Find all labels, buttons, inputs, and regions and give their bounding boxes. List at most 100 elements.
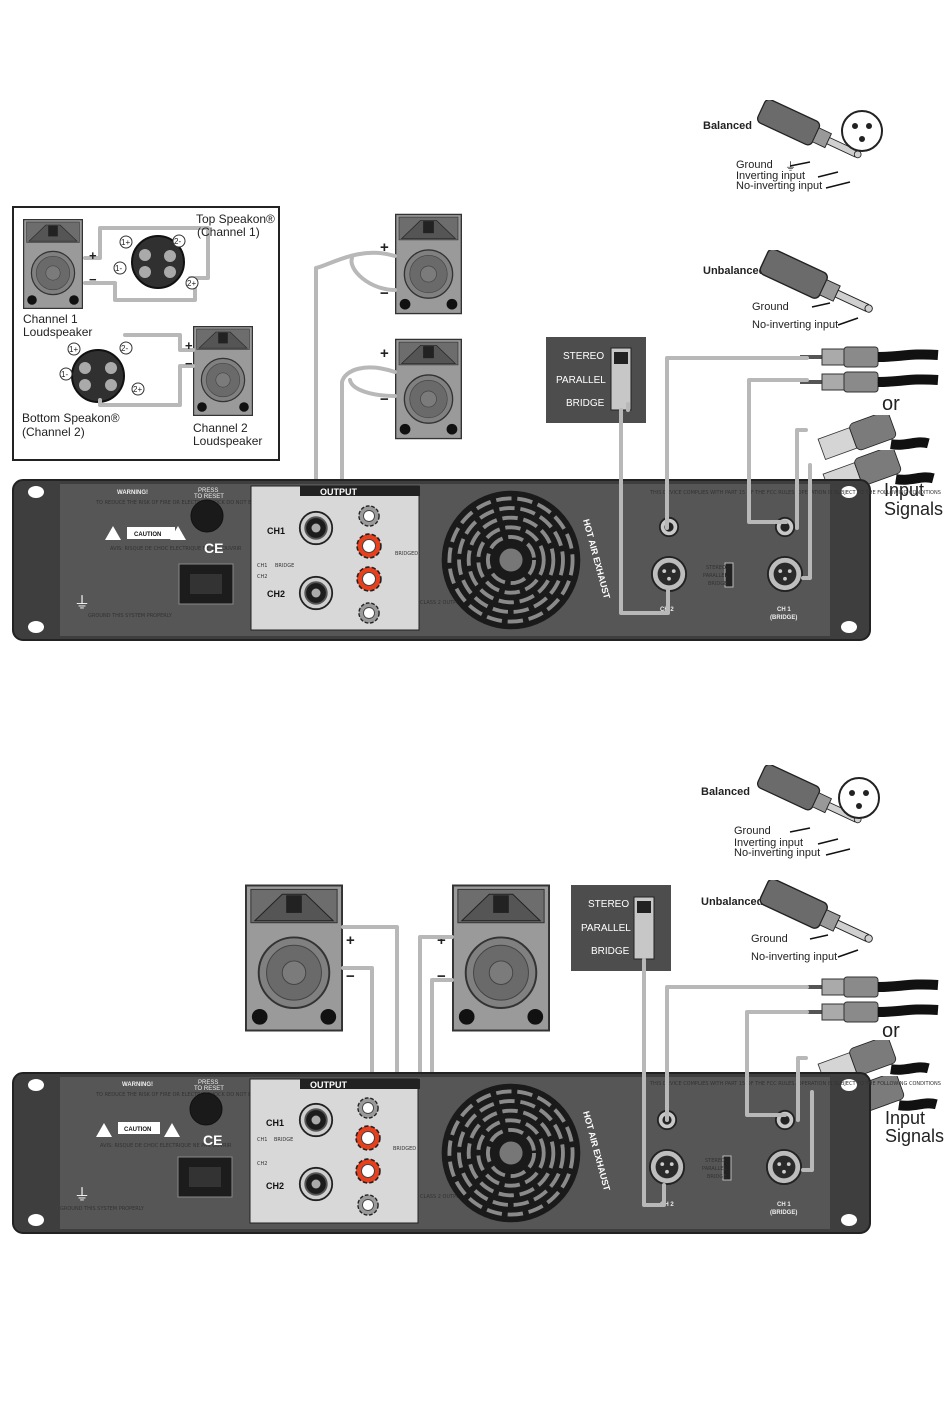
jack-plug-icon [800, 977, 938, 997]
sw-parallel: PARALLEL [703, 573, 728, 579]
mode-parallel: PARALLEL [581, 923, 631, 934]
warning-triangle-icon [164, 1123, 180, 1137]
top-speakon-channel: (Channel 1) [197, 225, 260, 239]
pinout-ch1: CH1 [257, 1137, 267, 1143]
output-title: OUTPUT [320, 487, 358, 497]
ch1-speakon-jack[interactable] [298, 510, 334, 546]
plus-sign: + [185, 338, 193, 353]
rack-hole [841, 621, 857, 633]
warning-triangle-icon [96, 1123, 112, 1137]
top-speakon-label: Top Speakon® [196, 212, 275, 226]
pin-label: 1+ [69, 345, 78, 354]
channel2-label: Channel 2 [193, 421, 248, 435]
channel2-loudspeaker-icon [193, 325, 253, 417]
reset-button[interactable] [190, 499, 224, 533]
warning-text: TO REDUCE THE RISK OF FIRE OR ELECTRIC S… [95, 1092, 371, 1098]
binding-post[interactable] [357, 1194, 379, 1216]
caution-text: AVIS: RISQUE DE CHOC ELECTRIQUE NE PAS O… [110, 546, 242, 552]
ch2-speakon-jack[interactable] [298, 575, 334, 611]
inverting-label: Inverting input [736, 170, 805, 182]
noninverting-label: No-inverting input [736, 180, 822, 192]
ch2-speakon-jack[interactable] [298, 1166, 334, 1202]
minus-sign: − [89, 272, 97, 287]
xlr-pinout-icon [838, 777, 880, 819]
reset-button[interactable] [189, 1092, 223, 1126]
binding-post-red[interactable] [356, 533, 382, 559]
loudspeaker-ch2-icon [395, 338, 462, 440]
mode-switch[interactable] [722, 1155, 732, 1181]
rack-hole [841, 1079, 857, 1091]
loudspeaker-right-icon [452, 884, 550, 1032]
unbalanced-label: Unbalanced [703, 265, 765, 277]
rack-hole [28, 1079, 44, 1091]
inverting-label: Inverting input [734, 837, 803, 849]
bridge-input-label: (BRIDGE) [770, 615, 797, 621]
ce-mark: CE [204, 540, 223, 556]
channel1-loudspeaker-icon [23, 218, 83, 310]
fan-grille-icon [439, 488, 583, 632]
binding-post[interactable] [358, 505, 380, 527]
ch1-xlr-input[interactable] [765, 1148, 803, 1186]
mode-switch-panel-2: STEREO PARALLEL BRIDGE [571, 885, 671, 971]
noninverting-label: No-inverting input [734, 847, 820, 859]
balanced-label: Balanced [703, 120, 752, 132]
ground-label: Ground [752, 301, 789, 313]
warning-label: WARNING! [117, 490, 148, 496]
channel1-loudspeaker-label: Loudspeaker [23, 325, 92, 339]
pinout-ch2: CH2 [257, 574, 267, 580]
diagram-parallel: + − + − STEREO PARALLEL BRIDGE Balanced [12, 765, 944, 1234]
plus-sign: + [437, 932, 446, 949]
warning-triangle-icon [170, 526, 186, 540]
bridged-label: BRIDGED [395, 551, 418, 557]
rack-hole [841, 486, 857, 498]
ground-symbol-icon: ⏚ [785, 160, 796, 173]
fan-grille-icon [439, 1081, 583, 1225]
warning-text: TO REDUCE THE RISK OF FIRE OR ELECTRIC S… [95, 500, 371, 506]
binding-post-red[interactable] [355, 1158, 381, 1184]
press-label: PRESS [198, 1080, 218, 1086]
ch1-output-label: CH1 [267, 526, 285, 536]
fcc-text: THIS DEVICE COMPLIES WITH PART 15 OF THE… [649, 1081, 941, 1087]
binding-post-red[interactable] [356, 566, 382, 592]
channel1-label: Channel 1 [23, 312, 78, 326]
ch1-input-label: CH 1 [777, 607, 791, 613]
loudspeaker-left-icon [245, 884, 343, 1032]
pin-label: 1+ [121, 238, 130, 247]
minus-sign: − [437, 968, 446, 985]
or-label: or [882, 393, 900, 415]
diagram-stereo: 1+ 2- 1- 2+ 1+ 2- 1- 2+ + − + − Top Spea… [12, 100, 943, 641]
ch2-xlr-input[interactable] [648, 1148, 686, 1186]
caution-label: CAUTION [134, 532, 161, 538]
bridged-label: BRIDGED [393, 1146, 416, 1152]
output-title: OUTPUT [310, 1080, 348, 1090]
pin-label: 1- [61, 370, 68, 379]
binding-post-red[interactable] [355, 1125, 381, 1151]
sw-parallel: PARALLEL [702, 1166, 727, 1172]
binding-post[interactable] [358, 602, 380, 624]
pin-label: 1- [115, 264, 122, 273]
plus-sign: + [89, 248, 97, 263]
plus-sign: + [346, 932, 355, 949]
ground-label: Ground [751, 933, 788, 945]
input-signals-label2: Signals [884, 499, 943, 519]
pin-label: 2+ [133, 385, 142, 394]
fcc-text: THIS DEVICE COMPLIES WITH PART 15 OF THE… [649, 490, 941, 496]
sw-bridge: BRIDGE [707, 1174, 726, 1180]
binding-post[interactable] [357, 1097, 379, 1119]
ce-mark: CE [203, 1132, 222, 1148]
ch1-output-label: CH1 [266, 1118, 284, 1128]
ch2-xlr-input[interactable] [650, 555, 688, 593]
pin-label: 2- [121, 344, 128, 353]
pin-label: 2+ [187, 279, 196, 288]
bottom-speakon-channel: (Channel 2) [22, 425, 85, 439]
to-reset-label: TO RESET [194, 494, 224, 500]
sw-bridge: BRIDGE [708, 581, 727, 587]
mode-switch[interactable] [724, 562, 734, 588]
ch1-speakon-jack[interactable] [298, 1102, 334, 1138]
press-label: PRESS [198, 488, 218, 494]
noninverting-label: No-inverting input [751, 951, 837, 963]
pin-label: 2- [174, 237, 181, 246]
ch1-xlr-input[interactable] [766, 555, 804, 593]
amplifier-rear-panel-2: WARNING! TO REDUCE THE RISK OF FIRE OR E… [12, 1072, 941, 1234]
